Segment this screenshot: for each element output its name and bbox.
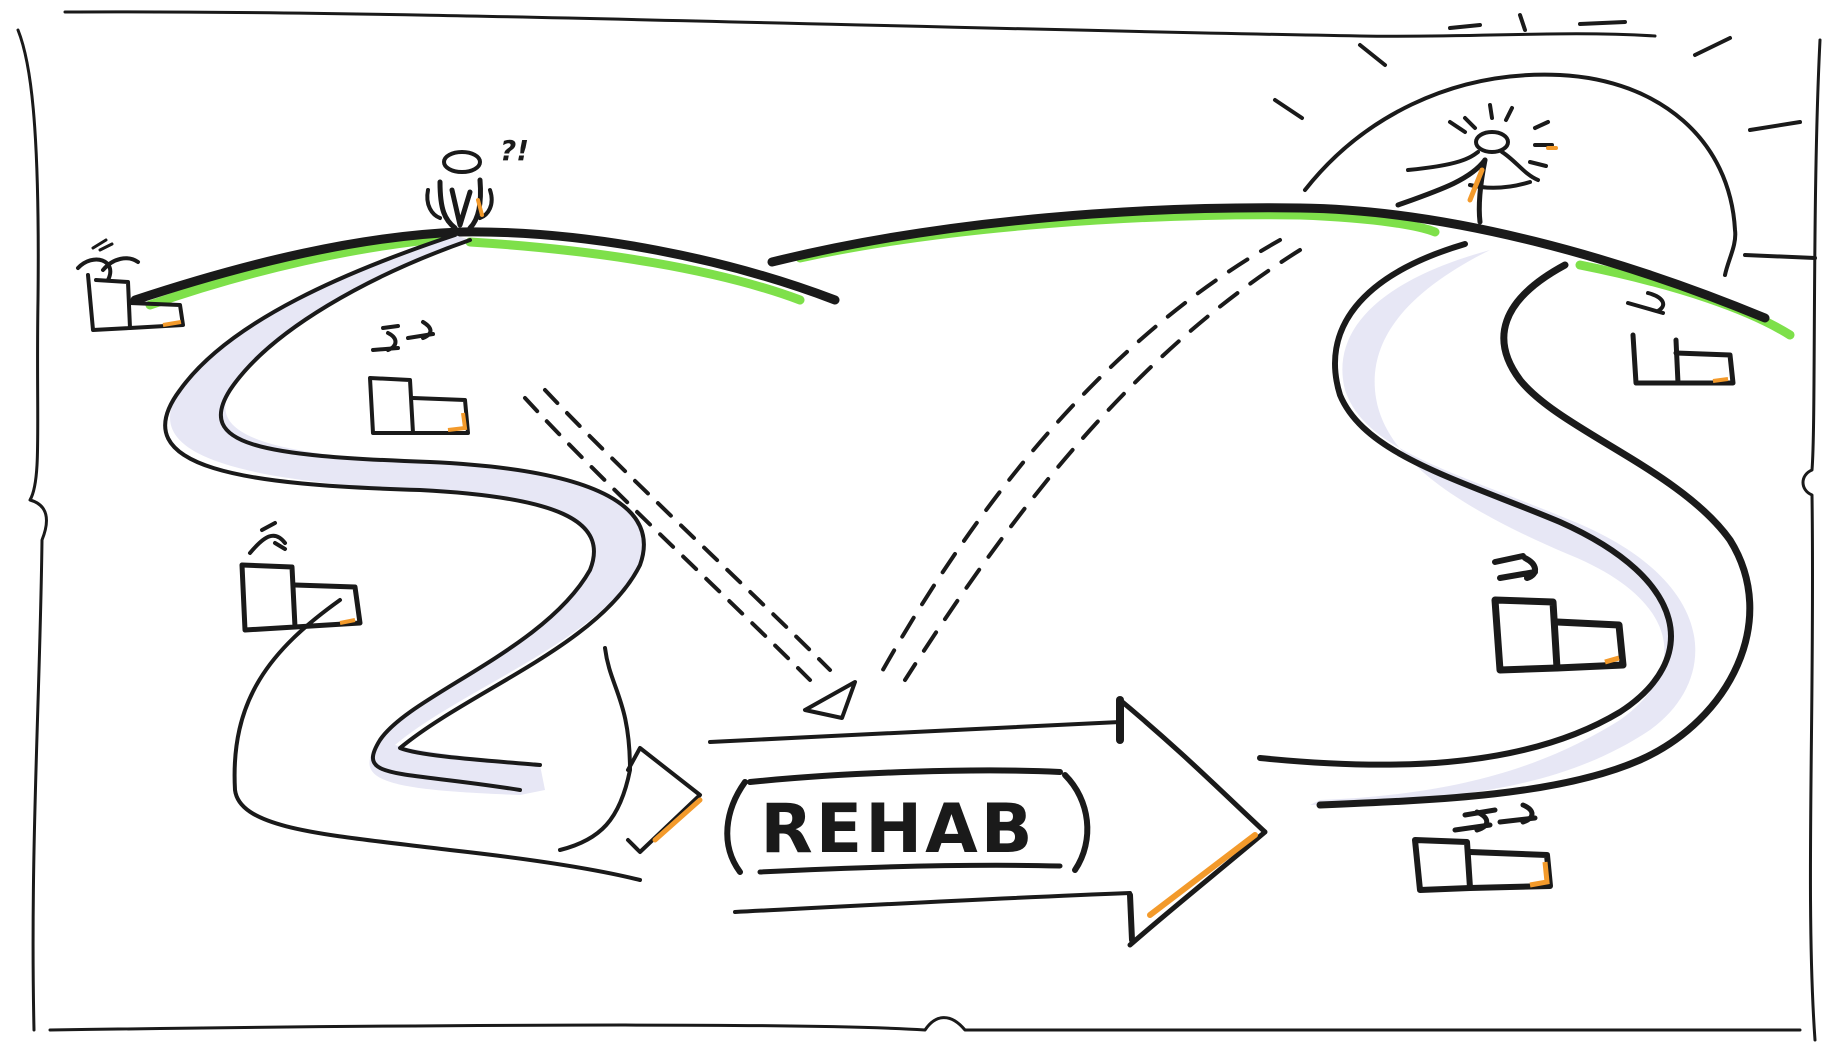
factory-icon xyxy=(1415,805,1550,890)
person-celebrating-icon xyxy=(1398,105,1556,222)
person-with-question-icon xyxy=(427,152,491,228)
dashed-arrow-head xyxy=(805,682,855,718)
right-hill xyxy=(772,208,1790,335)
dashed-path-right xyxy=(880,240,1300,680)
left-hill xyxy=(135,232,835,305)
right-road xyxy=(1260,244,1750,805)
question-mark-label: ?! xyxy=(500,134,529,167)
factory-icon xyxy=(1495,556,1623,670)
factory-icon xyxy=(1628,293,1733,383)
factory-icon xyxy=(242,523,360,630)
left-road xyxy=(165,235,700,880)
rehab-label: REHAB xyxy=(760,790,1035,869)
factory-icon xyxy=(370,322,468,433)
